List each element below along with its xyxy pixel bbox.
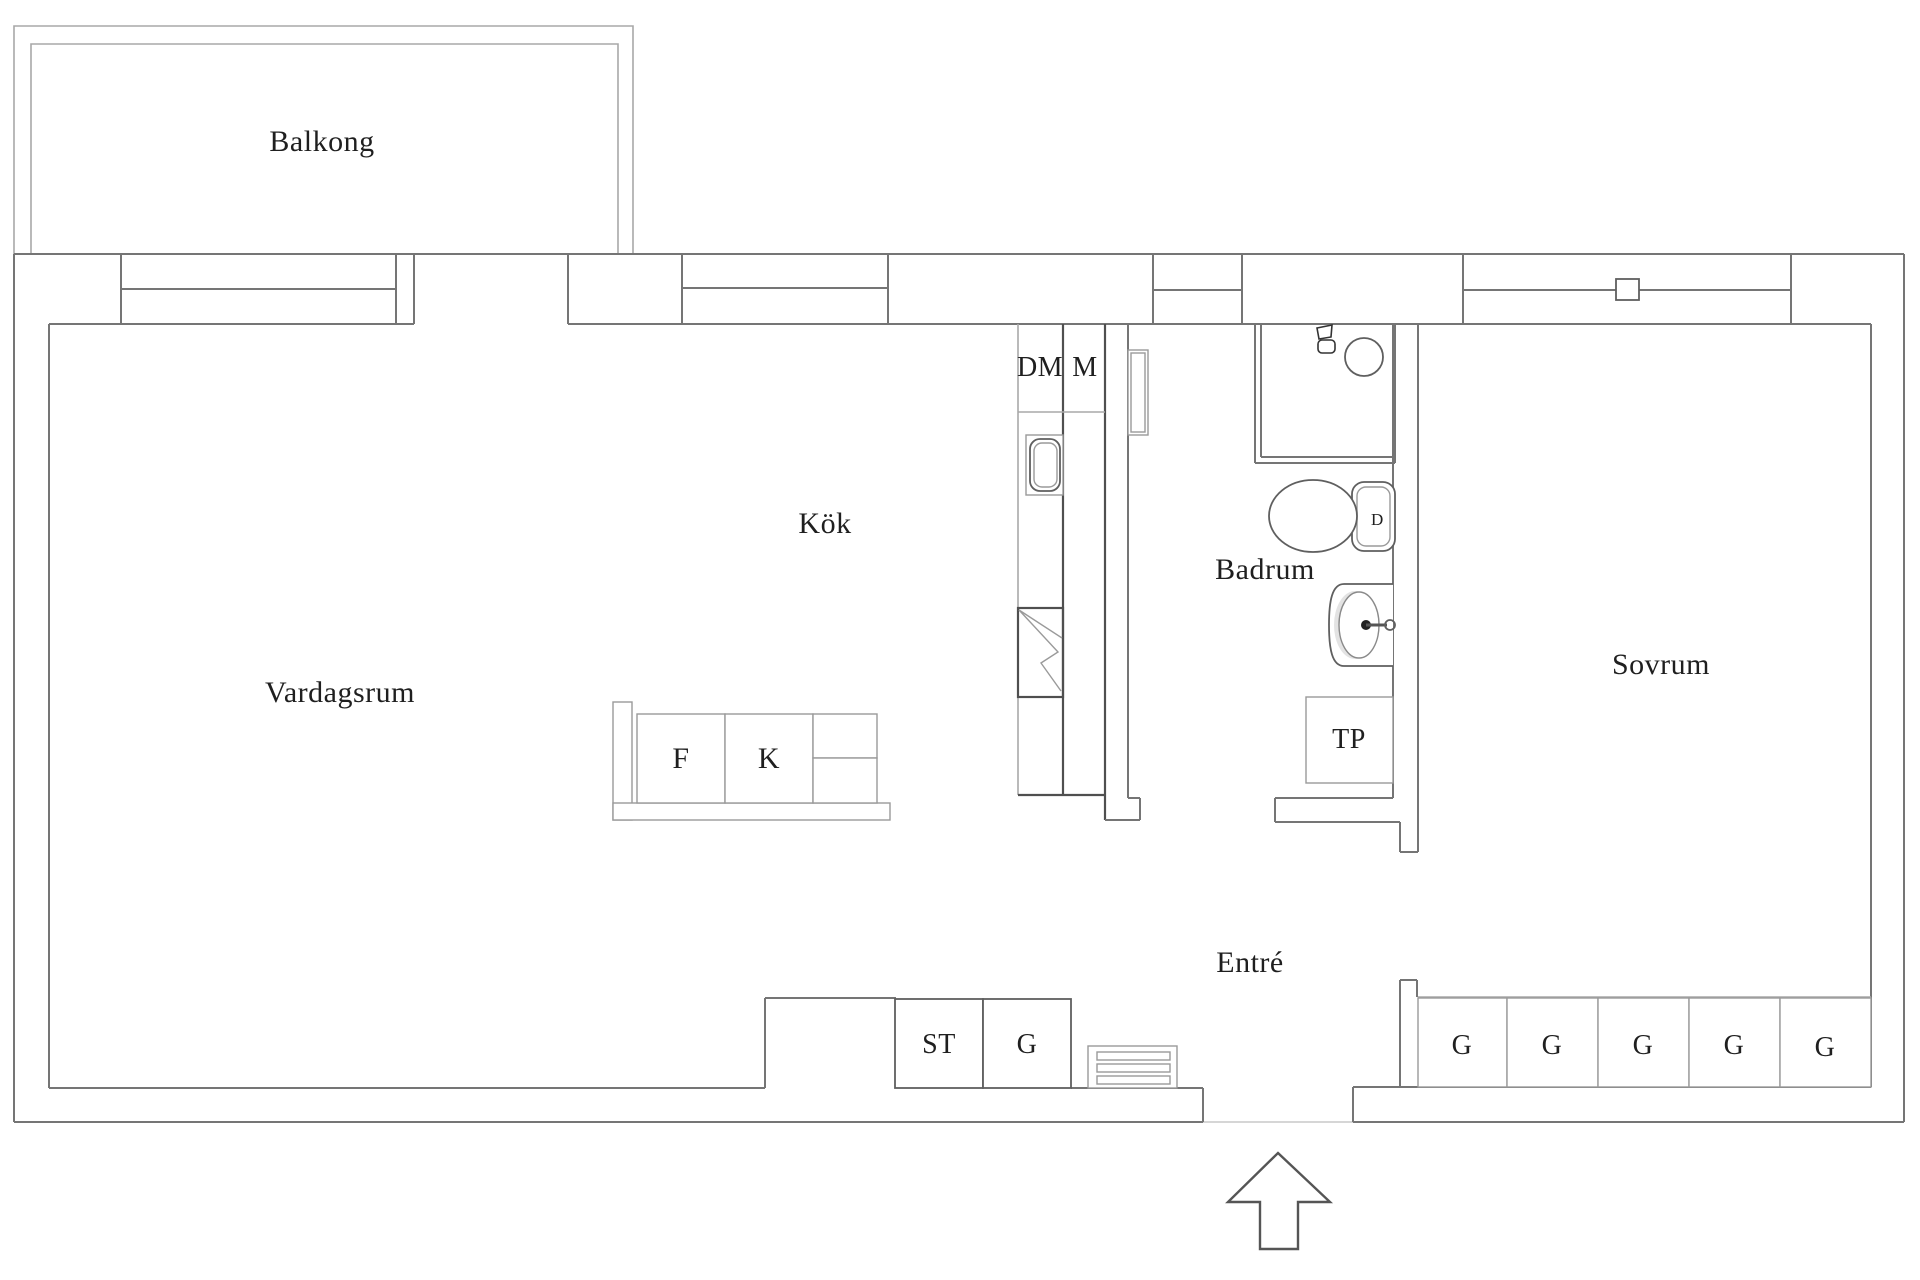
wardrobe-box	[1506, 997, 1599, 1088]
fixture-label-cleaning-closet: ST	[922, 1029, 956, 1060]
room-label-bedroom: Sovrum	[1611, 648, 1711, 681]
toilet-flush-symbol: D	[1371, 510, 1383, 529]
bathroom: D	[1254, 324, 1419, 1087]
shower-head-icon	[1316, 324, 1333, 340]
bathroom-sink-icon	[1328, 583, 1396, 667]
entry-wardrobe-box	[982, 998, 1072, 1089]
room-label-kitchen: Kök	[798, 507, 852, 540]
kitchen-bench-zigzag-icon	[1016, 606, 1065, 699]
room-label-balcony: Balkong	[269, 125, 375, 158]
bedroom-door-jamb	[1399, 979, 1418, 1087]
fridge-freezer-unit	[612, 701, 891, 821]
room-label-entrance: Entré	[1216, 946, 1284, 979]
kitchen-cabinets	[1016, 324, 1105, 797]
kitchen-sink-icon	[1025, 434, 1064, 496]
fixture-label-dishwasher: DM	[1016, 352, 1064, 383]
freezer-box	[724, 713, 814, 804]
wardrobe-label: G	[1541, 1030, 1563, 1061]
exterior-walls	[13, 253, 1905, 1123]
entrance-closets	[894, 998, 1178, 1089]
kitchen-window	[682, 254, 889, 324]
wardrobe-label: G	[1814, 1032, 1836, 1063]
wardrobe-label: G	[1723, 1030, 1745, 1061]
floor-grate-icon	[1087, 1045, 1178, 1089]
balcony-door-pillar	[567, 254, 683, 324]
cabinet-shelf-top	[812, 713, 878, 759]
entrance-arrow	[1225, 1151, 1334, 1251]
wardrobe-box	[1597, 997, 1690, 1088]
wardrobe-box	[1688, 997, 1781, 1088]
drying-cabinet-box	[1305, 696, 1394, 784]
fixture-label-entry-wardrobe: G	[1016, 1029, 1038, 1060]
bedroom-wardrobes	[1417, 996, 1872, 1088]
shower-control-icon	[1344, 337, 1384, 377]
fixture-label-freezer: K	[757, 742, 781, 775]
wardrobe-label: G	[1632, 1030, 1654, 1061]
shower-icon	[1254, 324, 1396, 464]
wardrobe-label: G	[1451, 1030, 1473, 1061]
fixture-label-machine: M	[1072, 352, 1098, 383]
fixture-label-fridge: F	[672, 742, 690, 775]
cabinet-shelf-bottom	[812, 757, 878, 804]
fridge-box	[636, 713, 726, 804]
fixture-label-drying-cabinet: TP	[1332, 724, 1366, 755]
bathroom-door-leaf	[1127, 349, 1149, 436]
balcony-outline	[13, 25, 634, 254]
room-label-bathroom: Badrum	[1215, 553, 1315, 586]
hall-vent-niche	[1152, 254, 1243, 324]
living-room-window	[120, 254, 415, 324]
window-divider-square	[1615, 278, 1640, 301]
room-label-living-room: Vardagsrum	[265, 676, 415, 709]
wardrobe-box	[1779, 997, 1872, 1088]
bedroom-window	[1462, 254, 1792, 324]
toilet-icon: D	[1268, 479, 1396, 553]
